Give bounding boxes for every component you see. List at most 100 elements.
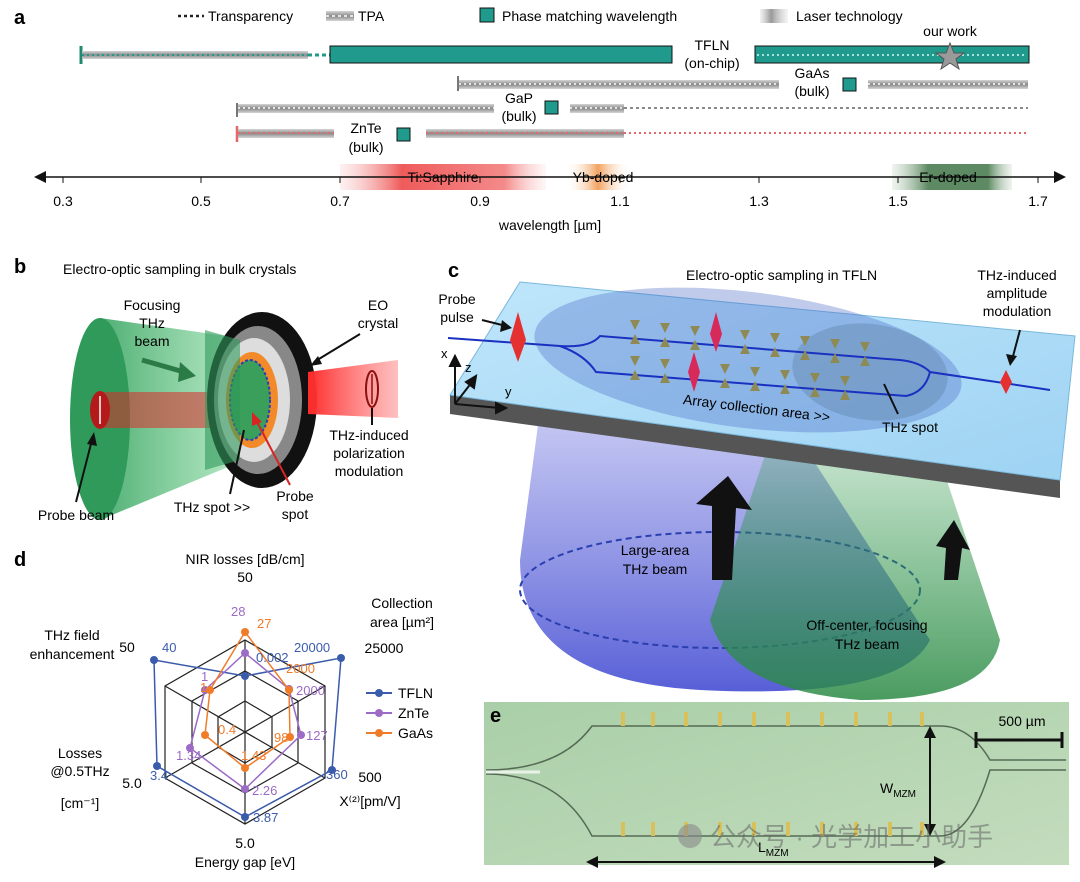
axis-x-label: x: [441, 346, 448, 361]
radar-legend: TFLN ZnTe GaAs: [366, 685, 433, 741]
value-label: 28: [231, 604, 245, 619]
panel-b-label: b: [14, 256, 26, 278]
energy-axis-max: 5.0: [235, 835, 255, 851]
value-label: 0.4: [218, 722, 236, 737]
tick-label: 1.7: [1028, 193, 1048, 209]
tick-label: 1.5: [888, 193, 908, 209]
panel-e-label: e: [490, 705, 501, 727]
nir-axis-title: NIR losses [dB/cm]: [185, 551, 304, 567]
gap-name: GaP: [505, 90, 533, 106]
watermark-text: 公众号 · 光学加工小助手: [710, 822, 993, 852]
thz-spot-label: THz spot >>: [174, 499, 250, 515]
legend-laser-swatch: [760, 9, 788, 23]
losses-axis-title: Losses: [58, 745, 102, 761]
losses-axis-title: @0.5THz: [50, 763, 109, 779]
probe-beam-label: Probe beam: [38, 507, 114, 523]
waveguide: [447, 334, 1051, 391]
gaas-phase-marker: [842, 77, 857, 92]
value-label: 1: [200, 680, 207, 695]
amplitude-label: amplitude: [987, 285, 1048, 301]
value-label: 1.43: [241, 748, 266, 763]
value-label: 1: [201, 669, 208, 684]
antenna-array: [630, 320, 870, 400]
tick-label: 0.7: [330, 193, 350, 209]
amplitude-label: modulation: [983, 303, 1052, 319]
our-work-star-icon: [934, 41, 966, 71]
axis-arrow-right-icon: [1054, 171, 1066, 183]
probe-pulse-label: pulse: [440, 309, 474, 325]
panel-a: a Transparency TPA Phase matching wavele…: [14, 7, 1066, 233]
wechat-icon: [678, 824, 702, 848]
row-gap: GaP (bulk): [236, 90, 1028, 124]
panel-d: d NIR losses [dB/cm] 50: [14, 549, 434, 870]
znte-value-labels: 28 2000 1 27 2.26 1.34 1: [176, 604, 328, 798]
scale-bar-label: 500 µm: [999, 713, 1046, 729]
polarization-label: polarization: [333, 445, 405, 461]
collection-axis-title: Collection: [371, 595, 432, 611]
mzm-waveguide: [485, 725, 1066, 771]
value-label: 3.87: [253, 810, 278, 825]
value-label: 2000: [286, 661, 315, 676]
znte-name: ZnTe: [350, 120, 381, 136]
tfln-chip-side: [450, 395, 1060, 498]
legend-laser: Laser technology: [796, 8, 903, 24]
tick-label: 0.5: [191, 193, 211, 209]
value-label: 27: [257, 616, 271, 631]
tick-label: 0.9: [470, 193, 490, 209]
value-label: 20000: [294, 640, 330, 655]
value-label: 40: [162, 640, 176, 655]
l-mzm-label: LMZM: [758, 839, 789, 859]
probe-pulse-label: Probe: [438, 291, 476, 307]
off-center-label: Off-center, focusing: [806, 617, 927, 633]
output-probe-beam: [308, 360, 398, 418]
laser-label-tisapphire: Ti:Sapphire: [407, 169, 478, 185]
legend-znte: ZnTe: [398, 705, 429, 721]
nir-axis-max: 50: [237, 569, 253, 585]
panel-a-legend: Transparency TPA Phase matching waveleng…: [178, 7, 903, 24]
off-center-label: THz beam: [835, 636, 900, 652]
our-work-label: our work: [923, 23, 978, 39]
gap-sub: (bulk): [501, 108, 536, 124]
radar-grid: [164, 639, 326, 825]
thz-arrow-icon: [178, 362, 196, 382]
value-label: 1.34: [176, 748, 201, 763]
polarization-label: modulation: [335, 463, 404, 479]
axis-ticks: 0.3 0.5 0.7 0.9 1.1 1.3 1.5 1.7: [53, 177, 1048, 209]
amplitude-label: THz-induced: [977, 267, 1056, 283]
panel-e: e 500 µm WMZM LMZM: [484, 702, 1069, 868]
panel-b-title: Electro-optic sampling in bulk crystals: [63, 261, 296, 277]
axis-arrow-left-icon: [34, 171, 46, 183]
panel-b: b Electro-optic sampling in bulk crystal…: [14, 256, 409, 523]
tick-label: 1.3: [749, 193, 769, 209]
row-tfln: TFLN (on-chip) our work: [79, 23, 1030, 71]
losses-axis-title: [cm⁻¹]: [61, 795, 100, 811]
tick-label: 0.3: [53, 193, 73, 209]
field-axis-max: 50: [119, 639, 135, 655]
legend-phase-swatch: [479, 7, 495, 23]
znte-sub: (bulk): [348, 139, 383, 155]
thz-spot-label-c: THz spot: [882, 419, 938, 435]
large-area-label: Large-area: [621, 542, 690, 558]
legend-tfln: TFLN: [398, 685, 433, 701]
focusing-label: THz: [139, 315, 165, 331]
array-collection-area: [534, 287, 962, 433]
modulated-pulse-icon: [1000, 370, 1012, 394]
panel-a-label: a: [14, 7, 26, 29]
focusing-label: Focusing: [124, 297, 181, 313]
tfln-value-labels: 0.002 20000 360 3.87 3.4 40: [150, 640, 348, 825]
tfln-name: TFLN: [695, 37, 730, 53]
probe-spot-label: spot: [282, 506, 309, 522]
value-label: 2.26: [252, 783, 277, 798]
legend-transparency: Transparency: [208, 8, 293, 24]
chi2-axis-title: X⁽²⁾[pm/V]: [339, 793, 400, 809]
panel-d-label: d: [14, 549, 26, 571]
polarization-label: THz-induced: [329, 427, 408, 443]
tick-label: 1.1: [610, 193, 630, 209]
laser-label-yb: Yb-doped: [573, 169, 634, 185]
off-center-arrow-icon: [936, 520, 970, 580]
micrograph: [484, 702, 1069, 865]
value-label: 3.4: [150, 768, 168, 783]
energy-axis-title: Energy gap [eV]: [195, 854, 295, 870]
row-gaas: GaAs (bulk): [457, 65, 1028, 99]
